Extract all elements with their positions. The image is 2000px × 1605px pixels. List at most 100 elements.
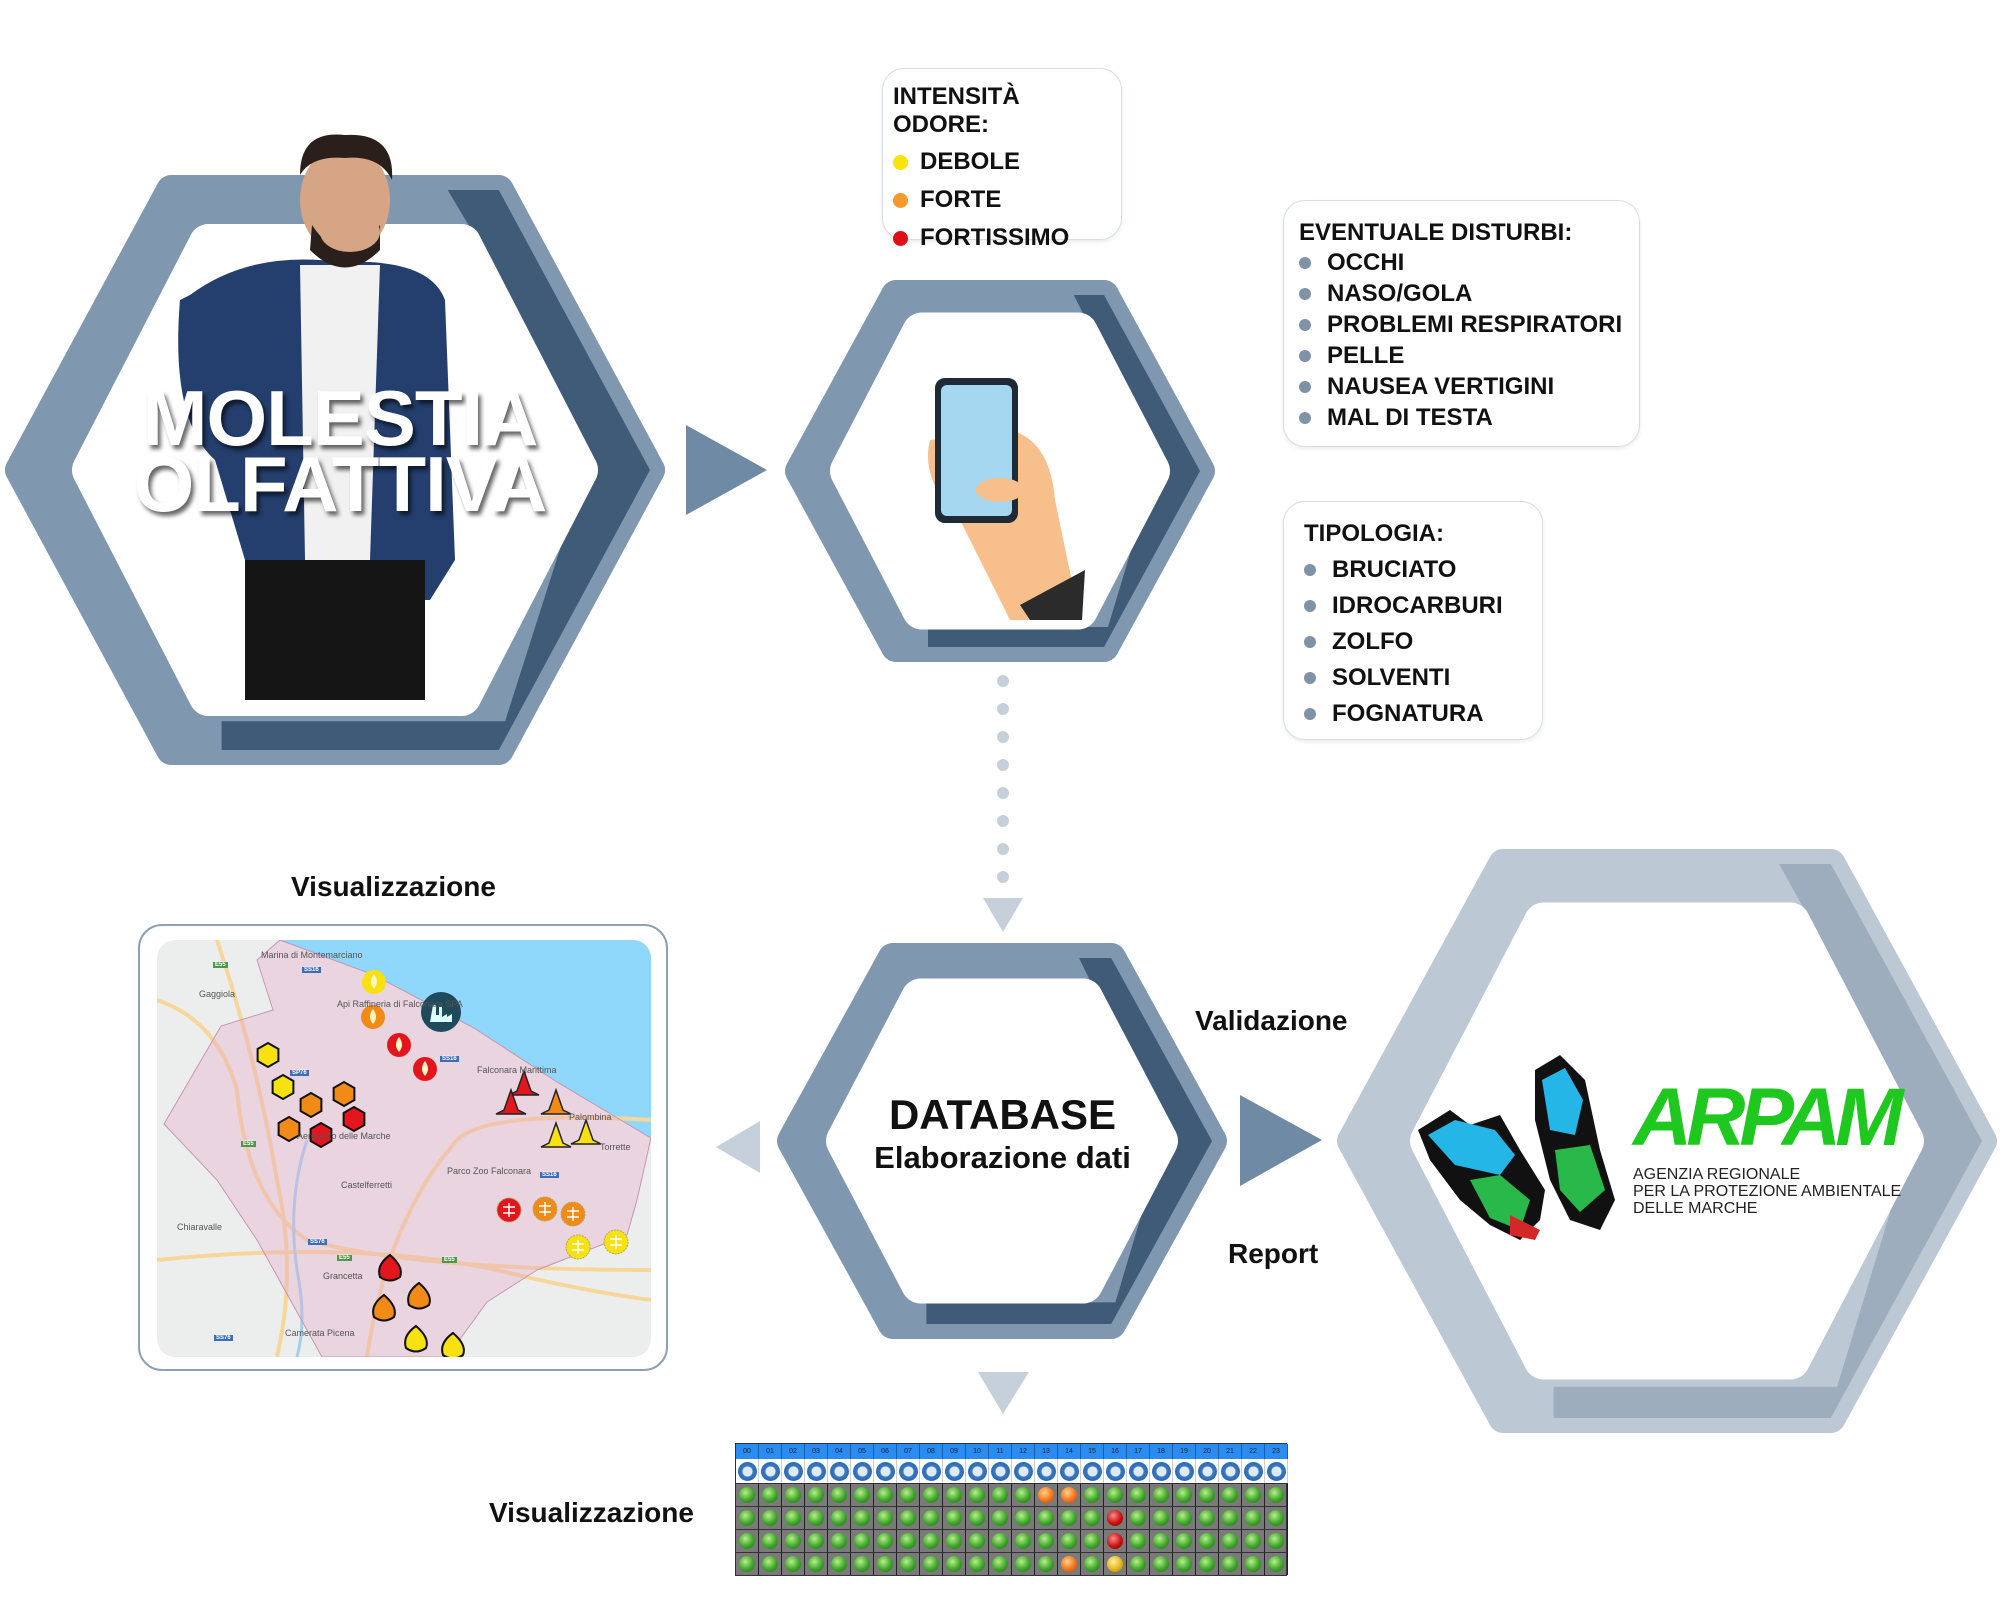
grid-cell[interactable]: [989, 1552, 1012, 1575]
grid-cell[interactable]: [736, 1483, 759, 1506]
grid-cell[interactable]: [943, 1529, 966, 1552]
grid-cell[interactable]: [1150, 1529, 1173, 1552]
grid-cell[interactable]: [1242, 1483, 1265, 1506]
grid-cell[interactable]: [782, 1552, 805, 1575]
grid-cell[interactable]: [874, 1483, 897, 1506]
grid-cell[interactable]: [1173, 1552, 1196, 1575]
grid-cell[interactable]: [989, 1506, 1012, 1529]
grid-cell[interactable]: [759, 1506, 782, 1529]
grid-cell[interactable]: [897, 1552, 920, 1575]
grid-cell[interactable]: [1035, 1483, 1058, 1506]
grid-cell[interactable]: [1173, 1483, 1196, 1506]
grid-cell[interactable]: [920, 1483, 943, 1506]
grid-cell[interactable]: [966, 1552, 989, 1575]
grid-cell[interactable]: [1242, 1506, 1265, 1529]
grid-cell[interactable]: [1081, 1483, 1104, 1506]
grid-cell[interactable]: [1058, 1529, 1081, 1552]
grid-cell[interactable]: [874, 1506, 897, 1529]
grid-cell[interactable]: [851, 1529, 874, 1552]
grid-cell[interactable]: [851, 1506, 874, 1529]
grid-cell[interactable]: [1242, 1529, 1265, 1552]
grid-cell[interactable]: [782, 1483, 805, 1506]
grid-cell[interactable]: [1012, 1552, 1035, 1575]
grid-cell[interactable]: [1219, 1506, 1242, 1529]
grid-cell[interactable]: [1219, 1552, 1242, 1575]
grid-cell[interactable]: [1035, 1506, 1058, 1529]
grid-cell[interactable]: [759, 1529, 782, 1552]
grid-cell[interactable]: [943, 1552, 966, 1575]
grid-cell[interactable]: [1012, 1506, 1035, 1529]
grid-cell[interactable]: [943, 1506, 966, 1529]
grid-cell[interactable]: [828, 1529, 851, 1552]
grid-cell[interactable]: [874, 1529, 897, 1552]
grid-cell[interactable]: [1012, 1483, 1035, 1506]
grid-cell[interactable]: [966, 1483, 989, 1506]
grid-cell[interactable]: [805, 1552, 828, 1575]
grid-cell[interactable]: [920, 1506, 943, 1529]
grid-cell[interactable]: [897, 1483, 920, 1506]
grid-cell[interactable]: [897, 1506, 920, 1529]
grid-cell[interactable]: [1150, 1552, 1173, 1575]
grid-cell[interactable]: [828, 1483, 851, 1506]
grid-cell[interactable]: [1173, 1506, 1196, 1529]
grid-cell[interactable]: [828, 1506, 851, 1529]
grid-cell[interactable]: [1081, 1552, 1104, 1575]
grid-cell[interactable]: [1127, 1552, 1150, 1575]
grid-cell[interactable]: [1265, 1483, 1288, 1506]
grid-cell[interactable]: [1012, 1529, 1035, 1552]
grid-cell[interactable]: [736, 1552, 759, 1575]
grid-cell[interactable]: [1127, 1529, 1150, 1552]
grid-cell[interactable]: [1196, 1506, 1219, 1529]
grid-cell[interactable]: [1058, 1552, 1081, 1575]
grid-cell[interactable]: [966, 1506, 989, 1529]
grid-cell[interactable]: [828, 1552, 851, 1575]
grid-cell[interactable]: [1196, 1483, 1219, 1506]
grid-cell[interactable]: [1081, 1506, 1104, 1529]
grid-cell[interactable]: [989, 1483, 1012, 1506]
grid-cell[interactable]: [920, 1552, 943, 1575]
grid-cell[interactable]: [736, 1506, 759, 1529]
grid-cell[interactable]: [1265, 1552, 1288, 1575]
grid-cell[interactable]: [759, 1552, 782, 1575]
grid-cell[interactable]: [1127, 1506, 1150, 1529]
grid-cell[interactable]: [782, 1506, 805, 1529]
grid-cell[interactable]: [1104, 1552, 1127, 1575]
grid-cell[interactable]: [1196, 1552, 1219, 1575]
grid-cell[interactable]: [759, 1483, 782, 1506]
grid-cell[interactable]: [1035, 1529, 1058, 1552]
grid-cell[interactable]: [1265, 1506, 1288, 1529]
grid-cell[interactable]: [782, 1529, 805, 1552]
grid-cell[interactable]: [805, 1529, 828, 1552]
grid-cell[interactable]: [851, 1552, 874, 1575]
grid-cell[interactable]: [989, 1529, 1012, 1552]
grid-cell[interactable]: [1081, 1529, 1104, 1552]
grid-cell[interactable]: [1196, 1529, 1219, 1552]
grid-cell[interactable]: [1150, 1483, 1173, 1506]
disturbi-label: PROBLEMI RESPIRATORI: [1327, 310, 1623, 338]
grid-cell[interactable]: [1104, 1506, 1127, 1529]
grid-cell[interactable]: [1104, 1529, 1127, 1552]
grid-cell[interactable]: [874, 1552, 897, 1575]
status-ball-icon: [1061, 1533, 1077, 1549]
grid-cell[interactable]: [851, 1483, 874, 1506]
grid-cell[interactable]: [920, 1529, 943, 1552]
grid-cell[interactable]: [736, 1529, 759, 1552]
grid-cell[interactable]: [1104, 1483, 1127, 1506]
grid-cell[interactable]: [943, 1483, 966, 1506]
grid-cell[interactable]: [1058, 1483, 1081, 1506]
grid-cell[interactable]: [805, 1506, 828, 1529]
grid-cell[interactable]: [1265, 1529, 1288, 1552]
status-ball-icon: [1130, 1556, 1146, 1572]
grid-cell[interactable]: [1242, 1552, 1265, 1575]
grid-cell[interactable]: [805, 1483, 828, 1506]
grid-cell[interactable]: [1173, 1529, 1196, 1552]
grid-cell[interactable]: [1219, 1529, 1242, 1552]
grid-cell[interactable]: [1035, 1552, 1058, 1575]
grid-cell[interactable]: [1058, 1506, 1081, 1529]
grid-cell[interactable]: [1219, 1483, 1242, 1506]
grid-cell[interactable]: [897, 1529, 920, 1552]
grid-cell[interactable]: [1127, 1483, 1150, 1506]
grid-cell[interactable]: [1150, 1506, 1173, 1529]
grid-cell[interactable]: [966, 1529, 989, 1552]
